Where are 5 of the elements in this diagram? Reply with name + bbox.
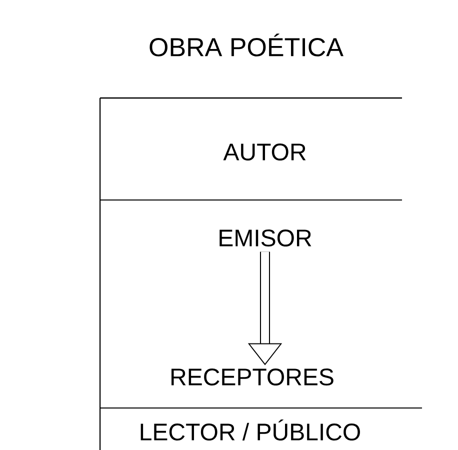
- row-label: EMISOR: [220, 230, 312, 246]
- row-label: LECTOR / PÚBLICO: [140, 419, 360, 441]
- title: OBRA POÉTICA: [150, 34, 344, 56]
- row-label: AUTOR: [223, 144, 306, 160]
- row-label: RECEPTORES: [172, 368, 334, 386]
